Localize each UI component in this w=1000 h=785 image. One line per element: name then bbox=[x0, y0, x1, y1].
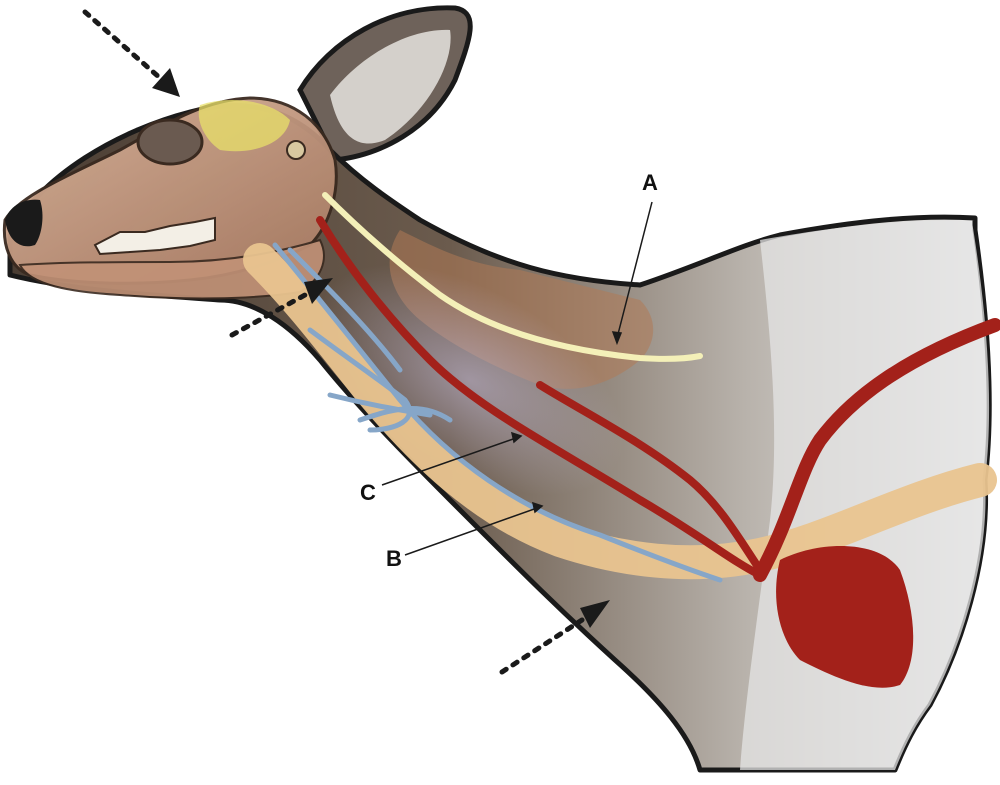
brain-highlight bbox=[198, 100, 290, 152]
jugular-veins bbox=[272, 242, 723, 583]
heart bbox=[776, 546, 914, 688]
label-b: B bbox=[386, 546, 402, 571]
leader-lines bbox=[381, 201, 653, 556]
spinal-cord bbox=[322, 192, 703, 362]
nose bbox=[5, 199, 43, 247]
carotid-arteries bbox=[316, 216, 1000, 582]
ear bbox=[297, 5, 473, 163]
skull bbox=[2, 96, 338, 300]
label-a: A bbox=[642, 170, 658, 195]
upper-teeth bbox=[93, 216, 216, 256]
jaw bbox=[18, 238, 325, 300]
eye-orbit bbox=[136, 118, 204, 166]
arrow-mid-jaw-icon bbox=[229, 278, 333, 338]
label-c: C bbox=[360, 480, 376, 505]
ear-canal bbox=[286, 140, 306, 160]
arrow-bottom-chest-icon bbox=[499, 600, 610, 675]
arrow-top-icon bbox=[82, 9, 180, 97]
